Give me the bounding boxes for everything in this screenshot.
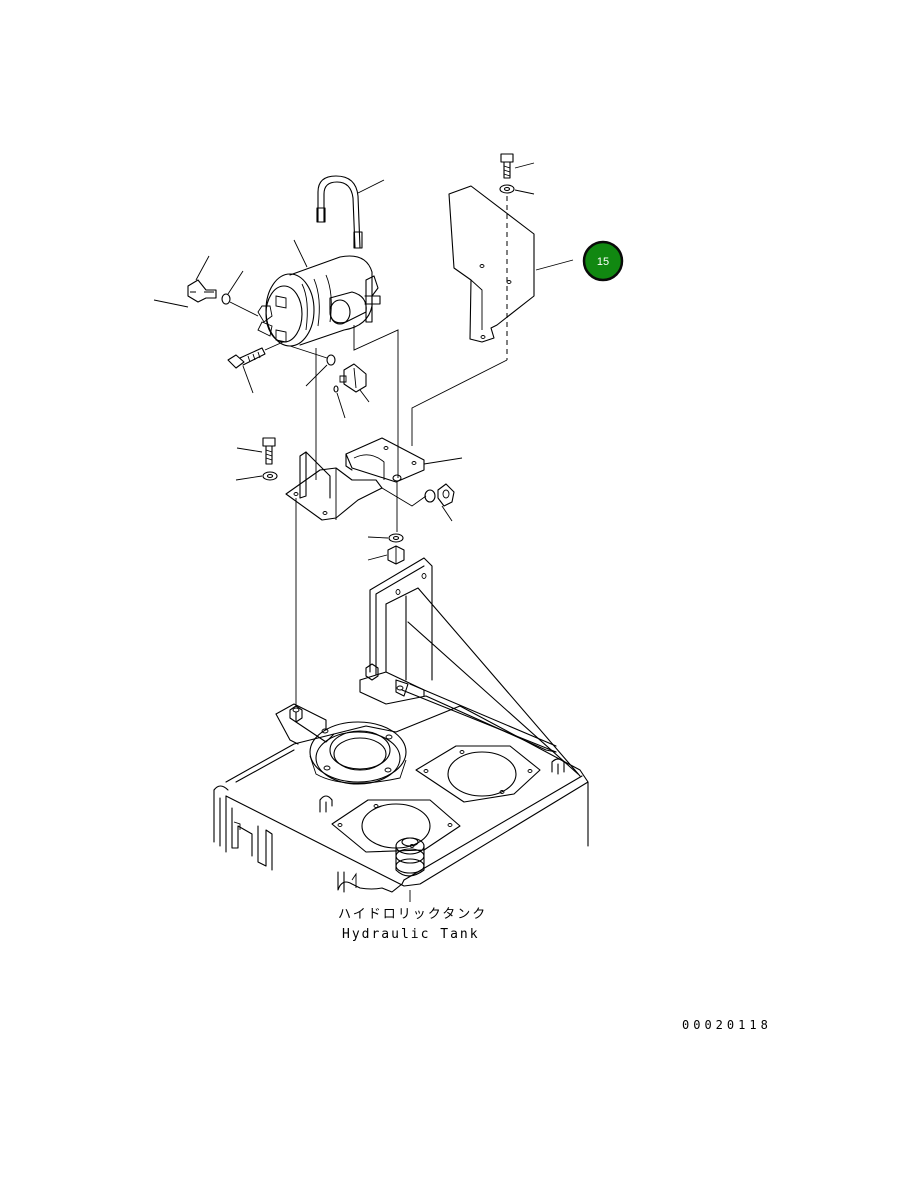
fitting-right: [339, 363, 367, 393]
lower-washer: [388, 533, 404, 543]
leader-small-o-ring: [336, 392, 346, 419]
leader-mounting-bracket: [423, 457, 463, 465]
bolt-left-line: [264, 341, 284, 351]
fitting-left: [187, 279, 217, 303]
lower-nut: [387, 545, 405, 565]
filter-assembly: [257, 255, 381, 347]
leader-filter: [293, 239, 308, 268]
drawing-number: 00020118: [682, 1018, 772, 1032]
leader-fitting-left: [195, 255, 210, 281]
leader-mid-washer: [235, 475, 263, 481]
leader-fitting-right: [359, 389, 370, 403]
hydraulic-tank: [213, 557, 589, 893]
mid-washer: [262, 471, 278, 481]
tank-label-english: Hydraulic Tank: [342, 927, 480, 942]
o-ring-left: [221, 293, 231, 305]
leader-mid-bolt: [236, 447, 263, 453]
side-washer: [424, 489, 436, 503]
mounting-bracket: [285, 437, 425, 521]
callout-number: 15: [597, 256, 609, 268]
leader-lower-washer: [367, 536, 389, 539]
hose: [316, 175, 363, 249]
side-nut: [437, 483, 455, 507]
leader-top-bolt: [514, 162, 535, 169]
tank-label-japanese: ハイドロリックタンク: [338, 907, 487, 922]
top-bolt: [500, 153, 514, 179]
o-ring-line: [229, 301, 259, 317]
leader-lower-nut: [367, 554, 388, 561]
route-line-c: [411, 359, 508, 446]
leader-fitting-left-2: [153, 299, 189, 308]
leader-o-ring-right: [305, 364, 328, 387]
bolt-left: [227, 347, 266, 369]
guard-bracket: [448, 185, 535, 343]
leader-bolt-left: [242, 365, 254, 394]
leader-side-nut: [441, 505, 453, 522]
leader-top-washer: [514, 189, 535, 195]
top-washer: [499, 184, 515, 194]
leader-guard-bracket: [535, 259, 574, 271]
mid-bolt: [262, 437, 276, 465]
small-o-ring: [333, 385, 339, 393]
leader-hose: [357, 179, 385, 194]
o-ring-right-line: [289, 345, 328, 359]
leader-o-ring-left: [227, 270, 244, 295]
o-ring-right: [326, 354, 336, 366]
callout-badge[interactable]: 15: [582, 240, 624, 282]
route-line-b: [353, 325, 399, 478]
callout-badge-circle[interactable]: [582, 240, 624, 282]
bracket-nut-line: [381, 487, 427, 507]
